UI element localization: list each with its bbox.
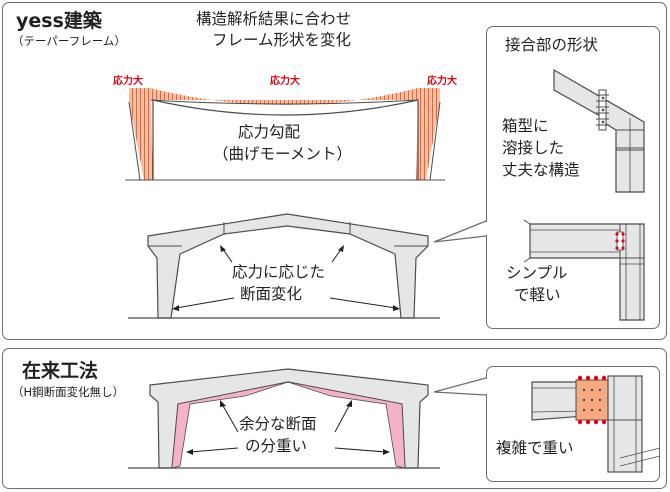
box-joint-detail: [553, 68, 645, 193]
conventional-joint-caption: 複雑で重い: [496, 439, 574, 457]
simple-joint-line2: で軽い: [514, 286, 561, 304]
frame-caption-line1: 応力に応じた: [232, 263, 326, 281]
excess-caption-line1: 余分な断面: [239, 415, 317, 433]
frame-caption-line2: 断面変化: [240, 285, 303, 303]
conventional-joint-detail: [531, 375, 661, 473]
max-stress-label-center: 応力大: [270, 76, 300, 87]
conventional-title: 在来工法: [22, 360, 99, 382]
moment-diagram: [125, 88, 445, 181]
headline-line1: 構造解析結果に合わせ: [196, 10, 352, 28]
box-joint-line1: 箱型に: [502, 117, 549, 135]
tapered-frame: [128, 213, 440, 319]
simple-joint-detail: [523, 219, 645, 321]
moment-caption-line2: （曲げモーメント）: [213, 145, 352, 163]
joint-inset-title: 接合部の形状: [505, 36, 599, 54]
yess-subtitle: （テーパーフレーム）: [12, 34, 126, 48]
simple-joint-line1: シンプル: [506, 264, 568, 282]
max-stress-label-right: 応力大: [427, 76, 457, 87]
box-joint-line3: 丈夫な構造: [502, 161, 580, 179]
conventional-subtitle: （H鋼断面変化無し）: [12, 385, 125, 399]
conventional-frame: [128, 368, 440, 469]
max-stress-label-left: 応力大: [113, 76, 143, 87]
moment-caption-line1: 応力勾配: [238, 123, 301, 141]
headline-line2: フレーム形状を変化: [212, 31, 352, 49]
excess-caption-line2: の分重い: [245, 437, 308, 455]
yess-title: yess建築: [16, 10, 102, 32]
box-joint-line2: 溶接した: [502, 139, 565, 157]
